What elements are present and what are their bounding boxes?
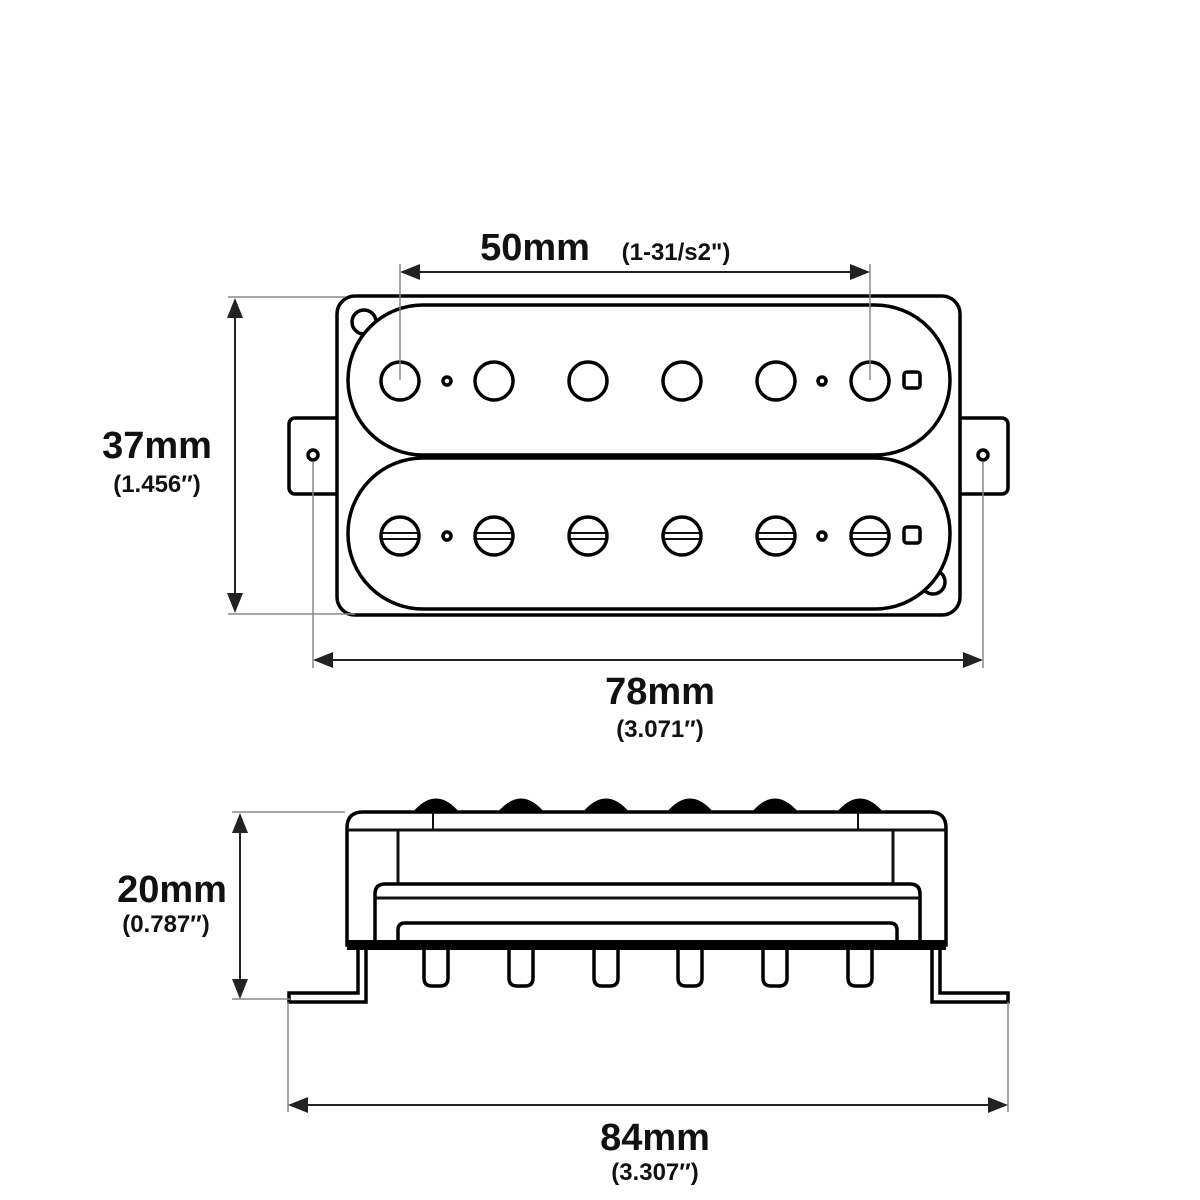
pole-pin-icon (592, 948, 620, 988)
width-sub-label: (1-31/s2") (622, 239, 731, 266)
pole-screw-icon (473, 515, 515, 557)
height-sub-label: (1.456″) (113, 471, 201, 498)
pole-screw-icon (567, 515, 609, 557)
pole-dome-icon (751, 798, 799, 813)
top-pole-pieces (379, 360, 922, 542)
pole-screw-icon (661, 515, 703, 557)
pole-dome-icon (412, 798, 460, 813)
pole-piece-icon (661, 360, 703, 402)
side-length-sub-label: (3.307″) (611, 1159, 699, 1186)
height-label: 37mm (102, 425, 212, 467)
left-mounting-hole (306, 448, 320, 462)
left-leg (287, 946, 368, 1004)
pole-dome-icon (582, 798, 630, 813)
bottom-bobbin (346, 456, 952, 611)
length-sub-label: (3.071″) (616, 716, 704, 743)
side-view (287, 798, 1010, 1004)
pole-pin-icon (761, 948, 789, 988)
pole-pin-icon (846, 948, 874, 988)
adjust-screw-icon (902, 370, 922, 390)
pole-domes (412, 798, 884, 813)
side-length-label: 84mm (600, 1117, 710, 1159)
width-label: 50mm (480, 227, 590, 269)
pole-pin-icon (676, 948, 704, 988)
small-hole-icon (816, 530, 828, 542)
right-leg (930, 946, 1010, 1004)
pole-piece-icon (473, 360, 515, 402)
pole-pins (422, 948, 874, 988)
pole-dome-icon (497, 798, 545, 813)
base-plate-edge (347, 940, 946, 950)
side-height-label: 20mm (117, 869, 227, 911)
adjust-screw-icon (902, 525, 922, 545)
pole-pin-icon (422, 948, 450, 988)
pole-piece-icon (567, 360, 609, 402)
pole-pin-icon (507, 948, 535, 988)
pole-screw-icon (755, 515, 797, 557)
side-dimensions: 20mm (0.787″) 84mm (3.307″) (117, 811, 1009, 1186)
pole-piece-icon (755, 360, 797, 402)
right-mounting-hole (976, 448, 990, 462)
pole-dome-icon (666, 798, 714, 813)
top-bobbin (346, 303, 952, 457)
small-hole-icon (441, 375, 453, 387)
top-dimensions: 50mm (1-31/s2") 37mm (1.456″) 78mm (3.07… (102, 227, 984, 743)
top-view (287, 294, 1010, 617)
pole-screw-icon (849, 515, 891, 557)
side-height-sub-label: (0.787″) (122, 911, 210, 938)
length-label: 78mm (605, 671, 715, 713)
pole-screw-icon (379, 515, 421, 557)
small-hole-icon (816, 375, 828, 387)
bottom-pole-screws (379, 515, 922, 557)
pole-dome-icon (836, 798, 884, 813)
small-hole-icon (441, 530, 453, 542)
